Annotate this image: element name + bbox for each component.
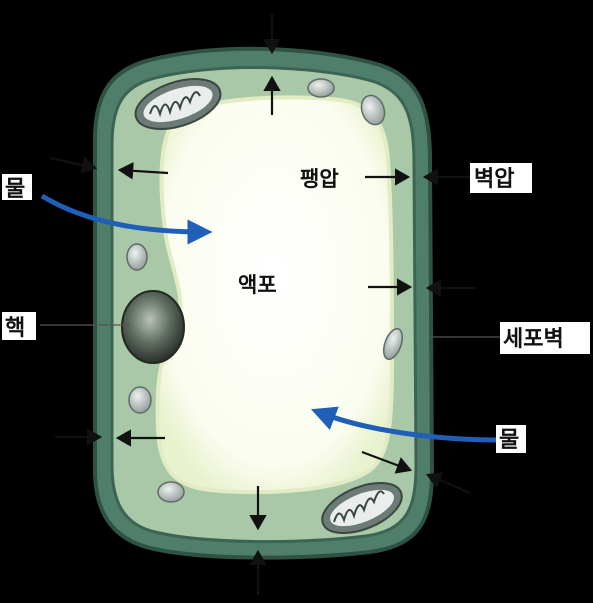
arrow-turgor-right-lower — [361, 450, 413, 474]
label-nucleus: 핵 — [5, 316, 25, 341]
pressure-arrows — [49, 14, 475, 595]
arrow-wall-pressure-right-lower — [425, 472, 471, 495]
label-wall-pressure: 벽압 — [474, 167, 514, 192]
vesicle — [360, 94, 386, 126]
label-bg-wall-pressure — [470, 163, 532, 193]
label-water-left: 물 — [5, 177, 25, 202]
water-arrow-right — [310, 406, 501, 443]
mitochondrion-bottom — [321, 481, 403, 535]
label-vacuole: 액포 — [238, 273, 277, 297]
water-arrow-left — [40, 193, 213, 245]
vesicle — [126, 243, 148, 271]
vesicle — [157, 481, 185, 503]
vesicle — [382, 327, 404, 361]
label-bg-water-left — [2, 174, 32, 200]
arrow-turgor-left-upper — [117, 162, 169, 180]
label-bg-water-right — [496, 425, 526, 453]
label-cell-wall: 세포벽 — [503, 327, 564, 352]
nucleus — [121, 290, 185, 364]
label-bg-nucleus — [2, 312, 36, 340]
label-water-right: 물 — [499, 428, 519, 453]
mitochondrion-top — [134, 78, 222, 130]
vesicle — [307, 78, 335, 98]
label-bg-cell-wall — [500, 322, 590, 354]
vesicle — [128, 386, 152, 414]
arrow-wall-pressure-left-upper — [49, 156, 98, 174]
label-turgor-pressure: 팽압 — [300, 167, 339, 191]
